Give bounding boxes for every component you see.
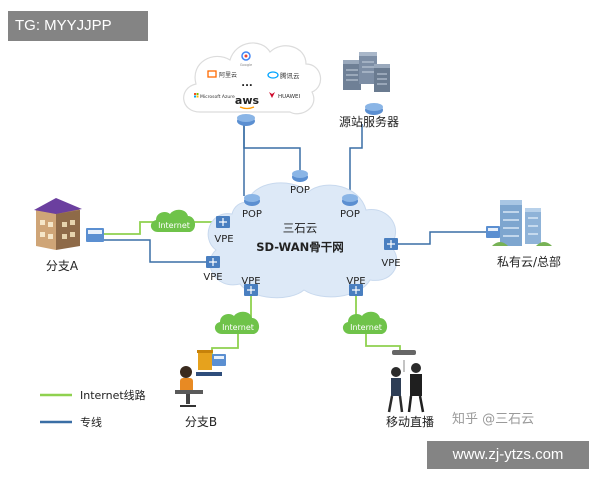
public-cloud-providers: Google 阿里云 腾讯云 ... Microsoft Azure aws H… xyxy=(183,42,322,115)
internet-cloud-live: Internet xyxy=(342,311,388,334)
dedicated-lines xyxy=(104,124,490,263)
huawei-label: HUAWEI xyxy=(278,94,301,100)
google-cloud-label: Google xyxy=(240,63,252,67)
vpe-left-top: VPE xyxy=(214,216,234,245)
watermark-zhihu: 知乎 @三石云 xyxy=(452,412,535,427)
mobile-live-label: 移动直播 xyxy=(386,415,434,429)
vpe-left-bottom: VPE xyxy=(203,256,223,283)
more-providers-dots: ... xyxy=(241,78,252,89)
legend-dedicated-label: 专线 xyxy=(80,415,102,429)
azure-label: Microsoft Azure xyxy=(200,94,235,100)
watermark-url: www.zj-ytzs.com xyxy=(427,441,589,469)
line-cloud-to-pop xyxy=(243,124,301,182)
backbone-subtitle: SD-WAN骨干网 xyxy=(256,240,344,254)
sdwan-backbone-cloud: 三石云 SD-WAN骨干网 xyxy=(207,182,398,299)
server-rack-icon xyxy=(343,52,390,92)
internet-cloud-branchA: Internet xyxy=(150,209,196,232)
vpe-label-right: VPE xyxy=(381,258,400,269)
aws-smile-icon xyxy=(239,106,255,110)
vpe-bottom-right: VPE xyxy=(346,276,366,296)
branch-b-office-worker-icon xyxy=(175,350,226,407)
internet-label-3: Internet xyxy=(350,323,382,332)
aws-label: aws xyxy=(235,94,260,107)
private-cloud-label: 私有云/总部 xyxy=(497,254,561,269)
internet-label-1: Internet xyxy=(158,221,190,230)
pop-label-right: POP xyxy=(340,209,360,220)
tencent-cloud-icon xyxy=(267,71,279,79)
branch-b-label: 分支B xyxy=(185,415,217,429)
internet-cloud-branchB: Internet xyxy=(214,311,260,334)
aliyun-icon xyxy=(207,70,217,78)
line-branchA-dedicated xyxy=(104,239,212,263)
vpe-bottom-left: VPE xyxy=(241,276,261,296)
pop-cloud-router xyxy=(237,114,255,126)
pop-left: POP xyxy=(242,194,262,220)
pop-right: POP xyxy=(340,194,360,220)
branch-a-label: 分支A xyxy=(46,259,79,273)
legend: Internet线路 专线 xyxy=(40,388,146,429)
tencent-cloud-label: 腾讯云 xyxy=(280,71,300,80)
azure-icon xyxy=(194,93,199,98)
private-cloud-building-icon xyxy=(486,200,552,246)
vpe-right: VPE xyxy=(381,238,401,269)
backbone-title: 三石云 xyxy=(283,221,318,235)
branch-a-building-icon xyxy=(34,198,104,250)
pop-label-top: POP xyxy=(290,185,310,196)
pop-server-router xyxy=(365,103,383,115)
pop-label-left: POP xyxy=(242,209,262,220)
huawei-icon xyxy=(269,92,275,98)
mobile-live-broadcast-icon xyxy=(387,350,425,413)
internet-label-2: Internet xyxy=(222,323,254,332)
vpe-label-left-bottom: VPE xyxy=(203,272,222,283)
pop-top: POP xyxy=(290,170,310,196)
google-cloud-icon xyxy=(241,51,251,61)
watermark-top-left: TG: MYYJJPP xyxy=(8,11,148,41)
line-server-to-pop xyxy=(349,124,363,196)
aliyun-label: 阿里云 xyxy=(219,71,237,79)
vpe-label-left-top: VPE xyxy=(214,234,233,245)
vpe-label-bottom-right: VPE xyxy=(346,276,365,287)
line-private-dedicated xyxy=(391,231,490,245)
legend-internet-label: Internet线路 xyxy=(80,388,146,402)
vpe-label-bottom-left: VPE xyxy=(241,276,260,287)
source-server-label: 源站服务器 xyxy=(339,114,399,129)
